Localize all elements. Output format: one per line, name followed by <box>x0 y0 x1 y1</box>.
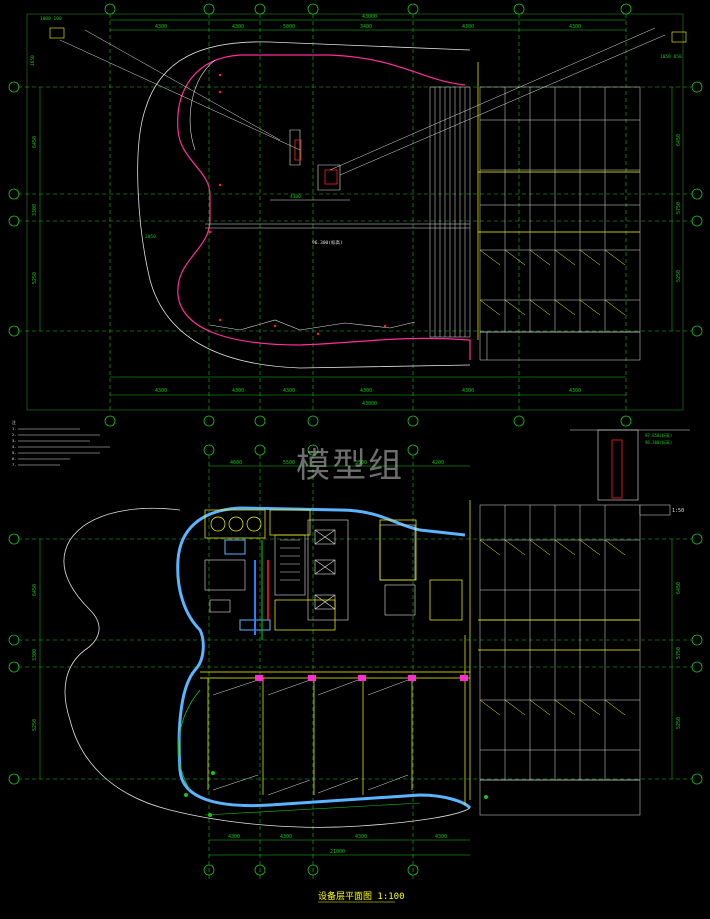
overall-dim-bottom: 43000 <box>362 401 377 407</box>
top-dim: 3400 <box>360 24 372 30</box>
top-dim: 4200 <box>432 460 444 466</box>
pool-edge <box>177 54 471 360</box>
svg-text:1.: 1. <box>12 426 17 431</box>
top-dim: 4600 <box>230 460 242 466</box>
svg-text:1000 100: 1000 100 <box>40 16 62 22</box>
top-dim: 3500 <box>355 460 367 466</box>
top-dim: 4300 <box>232 24 244 30</box>
bottom-dim: 4300 <box>280 834 292 840</box>
plan-title: 设备层平面图 1:100 <box>318 890 405 902</box>
left-dim: 5250 <box>32 272 38 284</box>
bottom-dim: 4300 <box>232 388 244 394</box>
svg-text:6.: 6. <box>12 456 17 461</box>
bottom-dim: 4300 <box>360 388 372 394</box>
svg-text:4300: 4300 <box>290 194 301 200</box>
bottom-dim: 4300 <box>355 834 367 840</box>
bottom-plan: 4600 5500 3500 4200 4300 4300 4300 4300 … <box>8 444 703 903</box>
bottom-dim: 4300 <box>435 834 447 840</box>
svg-text:96.300(标高): 96.300(标高) <box>645 439 672 445</box>
watermark: 模型组 <box>296 446 404 486</box>
right-dim: 6450 <box>676 134 682 146</box>
mid-label: 2050 <box>145 234 156 240</box>
left-dim: 3300 <box>32 204 38 216</box>
top-dim: 5500 <box>283 460 295 466</box>
top-plan: 43000 43000 4300 4300 5000 3400 4300 430… <box>8 3 703 467</box>
pool-note: 96.300(标高) <box>312 239 343 246</box>
building-outline <box>176 506 472 810</box>
top-dim: 5000 <box>283 24 295 30</box>
section-detail: 97.850(标高) 96.300(标高) D-D剖面图 1:50 <box>570 429 690 514</box>
svg-text:1650: 1650 <box>30 55 36 66</box>
svg-text:1050 850: 1050 850 <box>660 54 682 60</box>
bottom-dim: 4300 <box>462 388 474 394</box>
svg-text:4.: 4. <box>12 444 17 449</box>
svg-text:97.850(标高): 97.850(标高) <box>645 432 672 438</box>
left-dim: 6450 <box>32 584 38 596</box>
svg-text:2.: 2. <box>12 432 17 437</box>
bottom-dim: 4300 <box>569 388 581 394</box>
outer-wave <box>63 507 471 828</box>
svg-text:7.: 7. <box>12 462 17 467</box>
top-dim: 4300 <box>569 24 581 30</box>
left-dim: 6450 <box>32 136 38 148</box>
right-dim: 5250 <box>676 717 682 729</box>
left-dim: 5250 <box>32 719 38 731</box>
svg-text:3.: 3. <box>12 438 17 443</box>
bottom-dim: 4300 <box>283 388 295 394</box>
outer-curve <box>137 41 471 369</box>
right-dim: 5750 <box>676 647 682 659</box>
overall-dim-top: 43000 <box>362 14 377 20</box>
right-dim: 6450 <box>676 582 682 594</box>
bottom-total: 21000 <box>330 849 345 855</box>
bottom-dim: 4300 <box>155 388 167 394</box>
notes-label: 注 <box>12 420 16 425</box>
bottom-dim: 4300 <box>228 834 240 840</box>
top-dim: 4300 <box>462 24 474 30</box>
right-dim: 5750 <box>676 202 682 214</box>
svg-text:5.: 5. <box>12 450 17 455</box>
top-dim: 4300 <box>155 24 167 30</box>
right-dim: 5250 <box>676 270 682 282</box>
left-dim: 3300 <box>32 649 38 661</box>
